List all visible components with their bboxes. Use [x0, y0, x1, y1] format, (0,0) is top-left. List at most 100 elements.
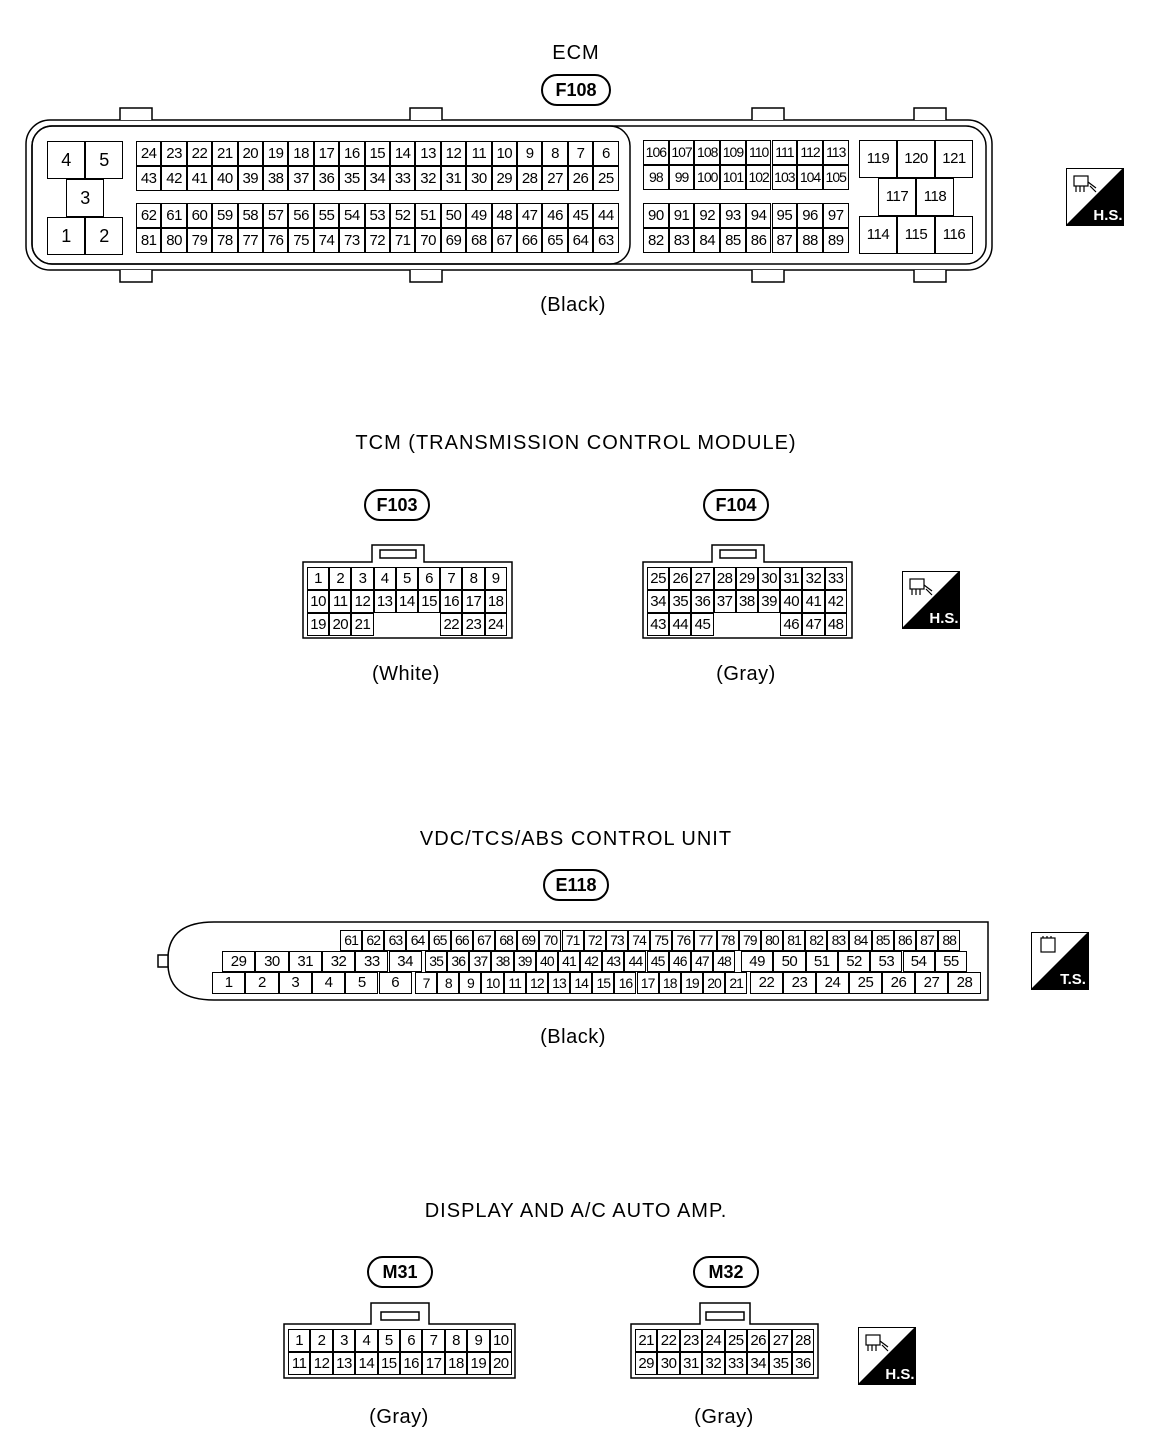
pin: 63	[593, 228, 619, 253]
pin: 18	[444, 1352, 468, 1375]
pin: 87	[771, 228, 798, 253]
pin: 39	[758, 590, 781, 613]
pin: 93	[720, 203, 746, 228]
pin: 24	[136, 141, 162, 166]
pin: 107	[668, 140, 695, 165]
pin: 36	[447, 951, 470, 972]
pin: 46	[780, 613, 803, 636]
pin: 119	[859, 140, 897, 178]
pin: 63	[384, 930, 407, 951]
pin: 29	[222, 951, 256, 972]
pin: 12	[440, 141, 467, 166]
pin: 24	[484, 613, 507, 636]
pin: 58	[237, 203, 263, 228]
pin: 61	[340, 930, 363, 951]
pin: 26	[567, 166, 594, 191]
pin: 6	[593, 141, 619, 166]
pin: 21	[212, 141, 238, 166]
pin: 38	[491, 951, 514, 972]
pin: 55	[934, 951, 968, 972]
pin: 84	[694, 228, 721, 253]
pin: 60	[186, 203, 213, 228]
pin: 65	[542, 228, 568, 253]
pin: 42	[161, 166, 187, 191]
pin: 40	[535, 951, 558, 972]
pin: 12	[525, 972, 548, 994]
pin: 72	[364, 228, 390, 253]
pin: 53	[364, 203, 390, 228]
pin: 13	[332, 1352, 356, 1375]
tcm-title: TCM (TRANSMISSION CONTROL MODULE)	[355, 432, 797, 454]
pin: 111	[771, 140, 798, 165]
pin: 28	[948, 972, 981, 994]
pin: 65	[428, 930, 451, 951]
pin: 46	[542, 203, 568, 228]
pin: 86	[893, 930, 916, 951]
pin: 40	[780, 590, 803, 613]
pin: 30	[758, 567, 781, 590]
pin: 113	[822, 140, 849, 165]
pin: 112	[797, 140, 823, 165]
pin: 13	[415, 141, 441, 166]
pin: 23	[462, 613, 485, 636]
pin: 96	[797, 203, 823, 228]
f104-color-label: (Gray)	[716, 663, 776, 685]
pin: 33	[390, 166, 416, 191]
pin: 19	[680, 972, 703, 994]
pin: 34	[364, 166, 390, 191]
pin: 45	[567, 203, 594, 228]
tcm-harness-side-icon: H.S.	[902, 571, 960, 629]
pin: 45	[646, 951, 669, 972]
pin: 48	[712, 951, 736, 972]
e118-connector-tag: E118	[543, 869, 609, 901]
pin: 22	[186, 141, 213, 166]
pin: 31	[679, 1352, 703, 1375]
pin: 24	[816, 972, 849, 994]
pin: 8	[462, 567, 485, 590]
pin: 45	[691, 613, 714, 636]
pin: 1	[212, 972, 246, 994]
pin: 54	[902, 951, 935, 972]
pin: 87	[915, 930, 939, 951]
pin: 66	[517, 228, 543, 253]
pin: 28	[791, 1329, 815, 1352]
pin: 62	[362, 930, 385, 951]
f104-connector-tag: F104	[703, 489, 769, 521]
m31-color-label: (Gray)	[369, 1406, 429, 1428]
pin: 14	[570, 972, 593, 994]
pin: 70	[539, 930, 562, 951]
pin: 73	[339, 228, 365, 253]
pin: 16	[339, 141, 365, 166]
pin: 23	[783, 972, 816, 994]
pin: 30	[255, 951, 289, 972]
pin: 23	[679, 1329, 703, 1352]
pin: 9	[459, 972, 482, 994]
pin: 68	[495, 930, 518, 951]
pin: 7	[422, 1329, 445, 1352]
pin: 71	[561, 930, 584, 951]
pin: 14	[395, 590, 418, 613]
pin: 9	[517, 141, 543, 166]
pin: 82	[805, 930, 828, 951]
pin: 10	[491, 141, 517, 166]
pin: 1	[288, 1329, 311, 1352]
pin: 105	[822, 165, 849, 190]
pin: 69	[440, 228, 467, 253]
pin: 50	[440, 203, 467, 228]
pin: 55	[313, 203, 340, 228]
pin: 17	[636, 972, 659, 994]
pin: 42	[580, 951, 603, 972]
pin: 85	[720, 228, 746, 253]
pin: 27	[542, 166, 568, 191]
pin: 95	[771, 203, 798, 228]
pin: 7	[440, 567, 463, 590]
pin: 103	[771, 165, 798, 190]
pin: 26	[747, 1329, 770, 1352]
pin: 47	[690, 951, 713, 972]
pin: 54	[339, 203, 365, 228]
pin: 5	[345, 972, 379, 994]
pin: 66	[450, 930, 473, 951]
pin: 22	[750, 972, 783, 994]
pin: 7	[567, 141, 594, 166]
pin: 11	[466, 141, 492, 166]
